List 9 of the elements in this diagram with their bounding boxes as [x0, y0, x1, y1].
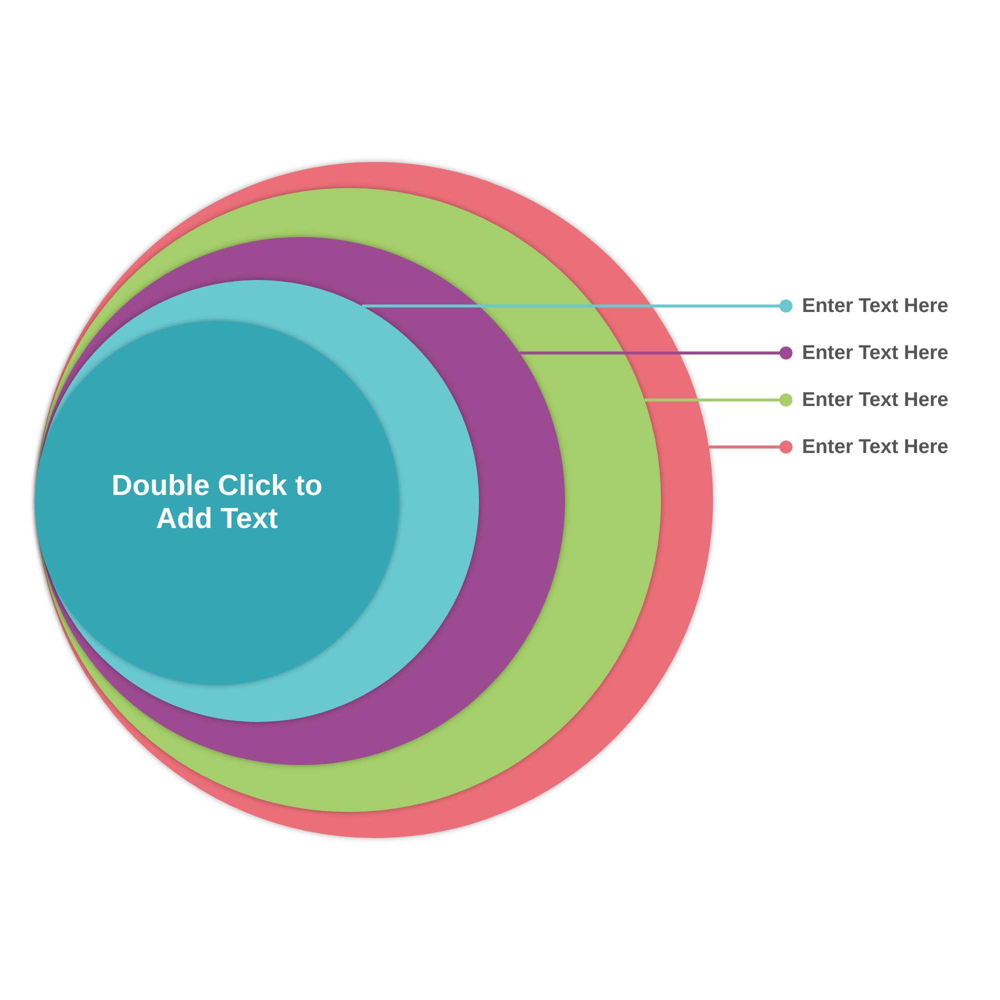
- callout-label: Enter Text Here: [793, 341, 948, 365]
- callout-label: Enter Text Here: [793, 435, 948, 459]
- leader-line: [520, 346, 792, 360]
- leader-line: [362, 300, 792, 312]
- leader-line: [708, 440, 792, 454]
- leader-line: [644, 394, 792, 406]
- callout-label: Enter Text Here: [793, 294, 948, 318]
- circle-title: Double Click to Add Text: [110, 470, 324, 536]
- callout-label: Enter Text Here: [793, 388, 948, 412]
